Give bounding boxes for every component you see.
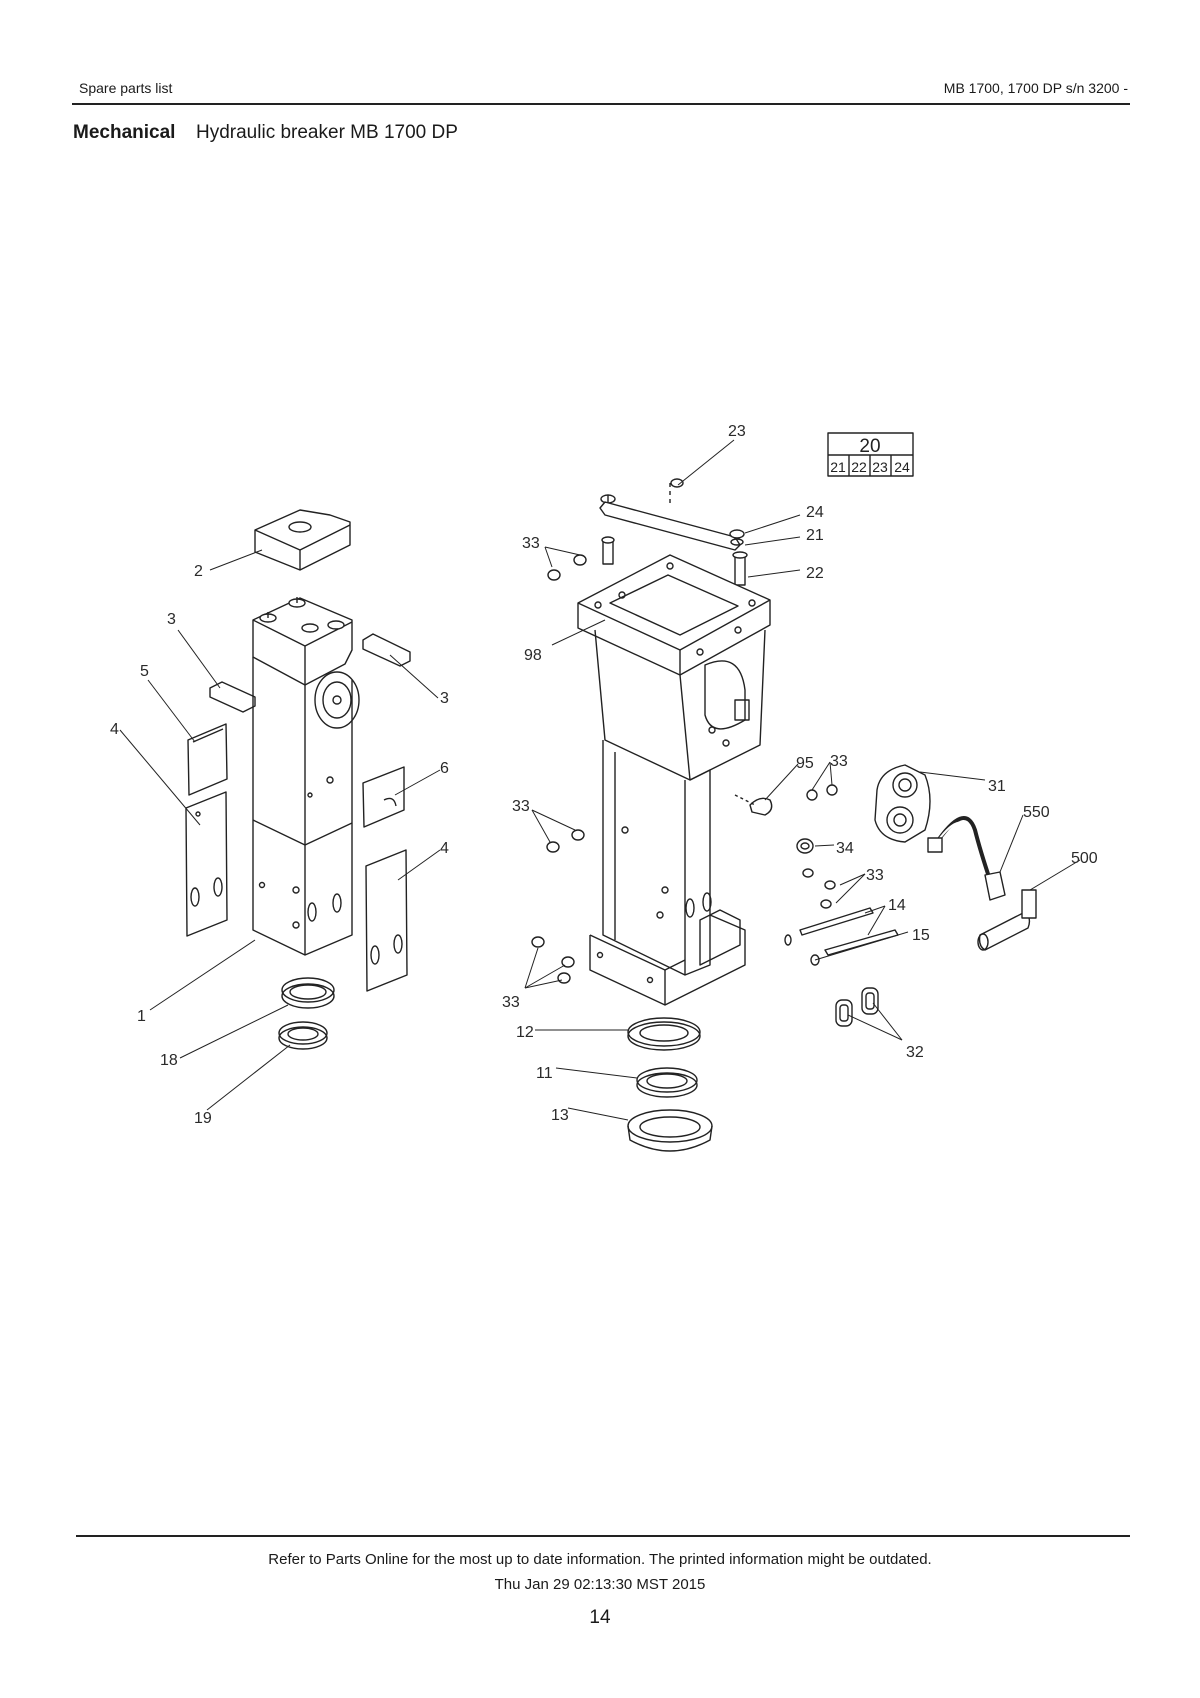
part-ring-11	[636, 1067, 698, 1098]
callout-21: 21	[806, 527, 824, 544]
footer-timestamp: Thu Jan 29 02:13:30 MST 2015	[494, 1576, 706, 1593]
footer-divider	[76, 1535, 1130, 1537]
callout-33-right-top: 33	[830, 753, 848, 770]
callout-33-top: 33	[522, 535, 540, 552]
callout-95: 95	[796, 755, 814, 772]
part-hose	[927, 816, 1006, 901]
part-plate-cutout	[362, 766, 405, 828]
callout-3-right: 3	[440, 690, 449, 707]
part-small-ring	[796, 838, 814, 854]
part-nuts-lower	[531, 936, 575, 984]
part-wear-plate-right	[365, 849, 408, 992]
callout-1: 1	[137, 1008, 146, 1025]
page-number: 14	[589, 1607, 611, 1628]
callout-19: 19	[194, 1110, 212, 1127]
part-cover-plate	[874, 764, 931, 843]
kit-box-item-23: 23	[872, 459, 888, 475]
part-ring-12	[627, 1017, 701, 1051]
kit-box-item-24: 24	[894, 459, 910, 475]
callout-23: 23	[728, 423, 746, 440]
callout-4-right: 4	[440, 840, 449, 857]
part-top-buffer	[254, 509, 351, 571]
callout-500: 500	[1071, 850, 1098, 867]
callout-15: 15	[912, 927, 930, 944]
callout-34: 34	[836, 840, 854, 857]
kit-box-title: 20	[859, 436, 880, 457]
callout-6: 6	[440, 760, 449, 777]
callout-13: 13	[551, 1107, 569, 1124]
callout-24: 24	[806, 504, 824, 521]
part-ring-lower	[278, 1021, 328, 1050]
part-wedge-right	[362, 633, 411, 667]
callout-18: 18	[160, 1052, 178, 1069]
part-nuts-mid	[546, 829, 585, 853]
section-title: Mechanical	[73, 122, 176, 143]
callout-22: 22	[806, 565, 824, 582]
header-divider	[72, 103, 1130, 105]
part-ring-upper	[281, 977, 335, 1009]
part-wear-plate-left	[185, 791, 228, 937]
callout-33-right: 33	[866, 867, 884, 884]
callout-33-mid: 33	[512, 798, 530, 815]
part-wedge-left	[209, 681, 256, 713]
part-handle	[977, 889, 1037, 951]
footer-note: Refer to Parts Online for the most up to…	[268, 1551, 932, 1568]
header-model: MB 1700, 1700 DP s/n 3200 -	[943, 80, 1128, 96]
callout-12: 12	[516, 1024, 534, 1041]
kit-box: 20 21 22 23 24	[827, 432, 914, 477]
part-clip	[734, 794, 773, 816]
part-pins	[784, 907, 899, 966]
part-linkage-bar	[599, 478, 748, 586]
callout-5: 5	[140, 663, 149, 680]
section-subtitle: Hydraulic breaker MB 1700 DP	[196, 122, 458, 143]
callout-31: 31	[988, 778, 1006, 795]
part-nuts-top	[547, 554, 587, 581]
kit-box-item-22: 22	[851, 459, 867, 475]
kit-box-item-21: 21	[830, 459, 846, 475]
part-keys	[835, 987, 879, 1027]
callout-4-left: 4	[110, 721, 119, 738]
part-hammer-body	[252, 597, 360, 956]
callout-2: 2	[194, 563, 203, 580]
callout-98: 98	[524, 647, 542, 664]
callout-32: 32	[906, 1044, 924, 1061]
part-housing	[577, 554, 771, 1006]
callout-33-lower: 33	[502, 994, 520, 1011]
callout-11: 11	[536, 1065, 553, 1082]
callout-labels: 2 3 5 4 3 6 4 1 18 19 23 24 21 22 33 98 …	[110, 423, 1098, 1127]
part-nuts-right	[802, 868, 836, 909]
part-plate-small	[187, 723, 228, 796]
leader-lines	[119, 439, 1081, 1121]
part-nuts-upper-right	[806, 784, 838, 801]
header-doc-title: Spare parts list	[79, 80, 173, 96]
callout-14: 14	[888, 897, 906, 914]
part-ring-13	[627, 1109, 713, 1152]
callout-3-left: 3	[167, 611, 176, 628]
callout-550: 550	[1023, 804, 1050, 821]
